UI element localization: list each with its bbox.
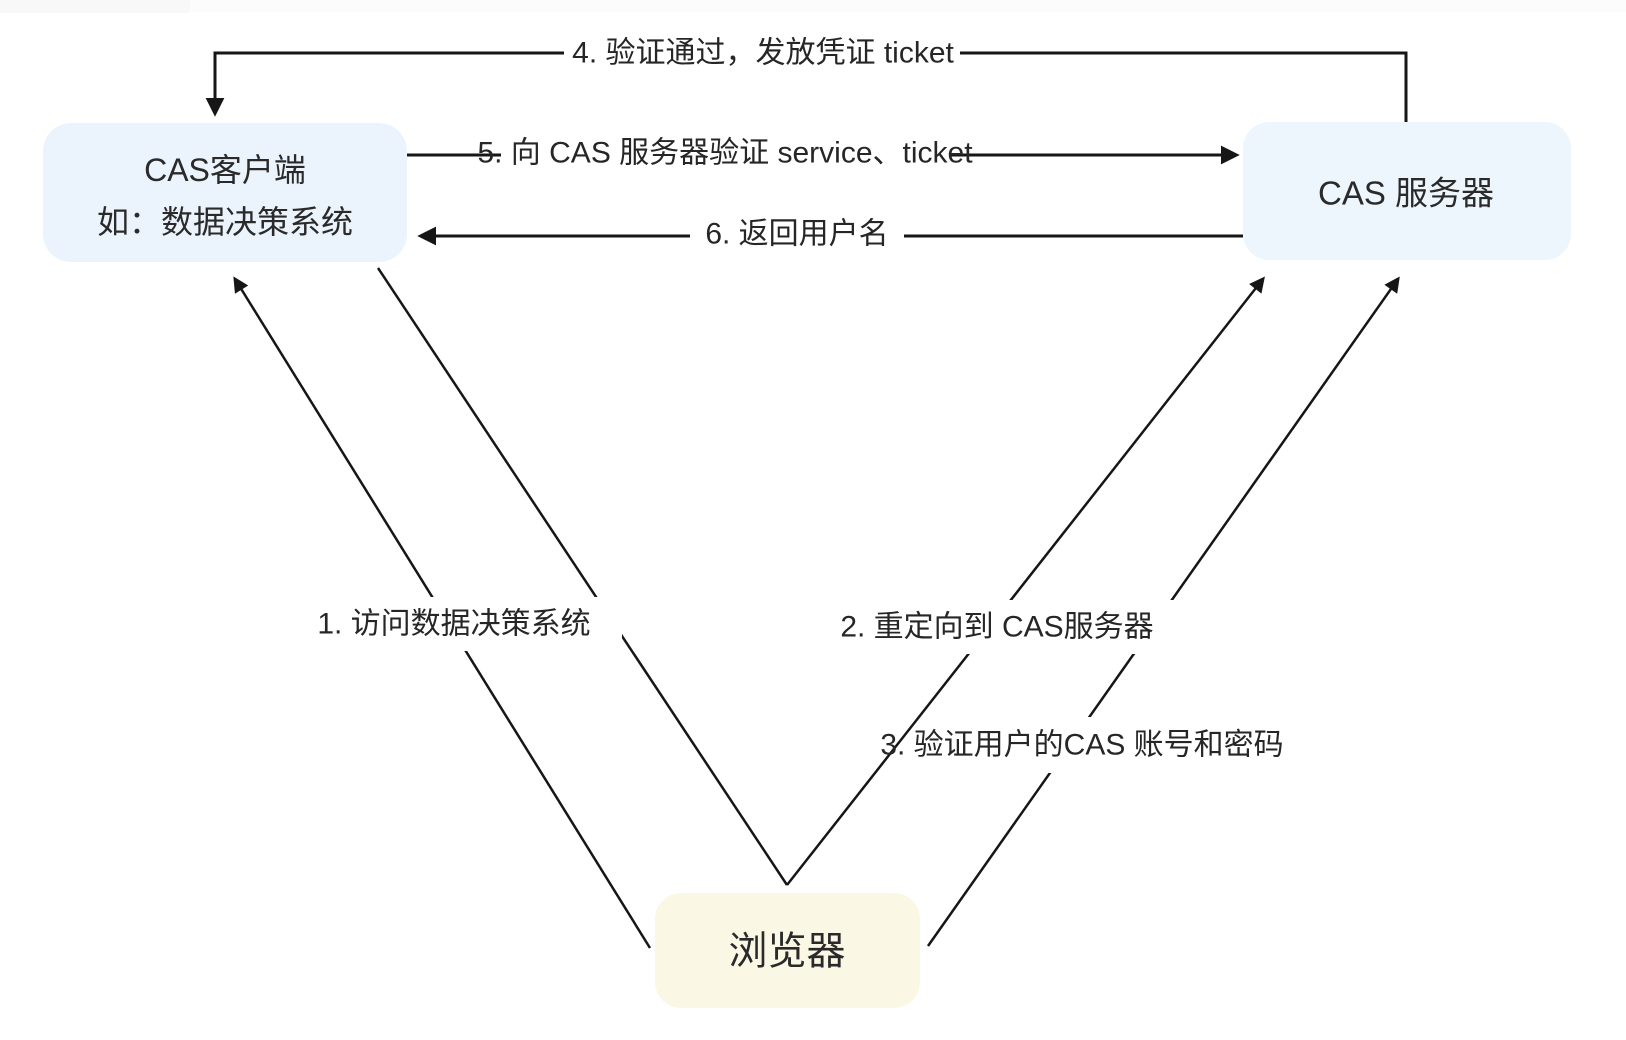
top-strip bbox=[0, 0, 1626, 12]
cas-client-label-line1: CAS客户端 bbox=[144, 152, 306, 188]
edge-2-label: 2. 重定向到 CAS服务器 bbox=[840, 611, 1153, 644]
edge-6-label: 6. 返回用户名 bbox=[705, 218, 888, 251]
edge-4-label-bg bbox=[564, 27, 960, 79]
arrow-2-line-browser-to-server bbox=[786, 276, 1265, 886]
edge-3-label-bg bbox=[850, 717, 1312, 773]
edge-1-label-bg bbox=[288, 597, 622, 651]
edge-6-label-bg bbox=[690, 208, 904, 258]
edge-5-label-bg bbox=[501, 126, 949, 178]
browser-label: 浏览器 bbox=[728, 931, 845, 974]
cas-client-label-line2: 如：数据决策系统 bbox=[97, 204, 353, 240]
top-strip-left bbox=[0, 0, 190, 13]
node-cas-server bbox=[1243, 122, 1571, 260]
edge-3-label: 3. 验证用户的CAS 账号和密码 bbox=[880, 729, 1283, 762]
node-cas-client bbox=[43, 123, 407, 262]
edge-4-label: 4. 验证通过，发放凭证 ticket bbox=[572, 37, 954, 70]
node-browser bbox=[655, 893, 920, 1008]
arrow-2-line-client-to-browser bbox=[376, 267, 789, 886]
cas-server-label: CAS 服务器 bbox=[1318, 175, 1494, 212]
edge-5-label: 5. 向 CAS 服务器验证 service、ticket bbox=[477, 137, 973, 170]
edge-2-label-bg bbox=[816, 600, 1178, 654]
edge-1-label: 1. 访问数据决策系统 bbox=[317, 608, 590, 641]
